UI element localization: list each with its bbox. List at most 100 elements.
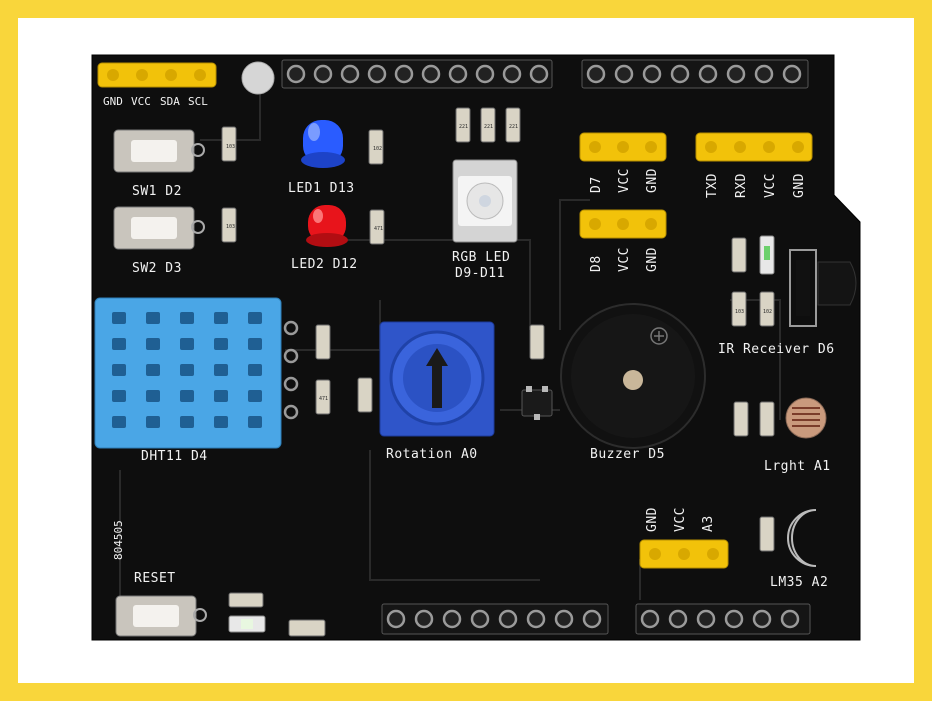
- sw1-label: SW1 D2: [132, 184, 182, 199]
- resistor-sw2: 103: [221, 207, 237, 243]
- header-pin: [442, 609, 462, 629]
- dht11-vent: [146, 416, 160, 428]
- header-pin: [670, 64, 690, 84]
- digital-pin-header-top: [281, 59, 809, 89]
- svg-text:A3: A3: [701, 515, 716, 532]
- d7-header-labels: D7 VCC GND: [589, 168, 660, 193]
- i2c-header-labels: GND VCC SDA SCL: [103, 95, 208, 108]
- sw2-label: SW2 D3: [132, 261, 182, 276]
- header-pin: [642, 64, 662, 84]
- d8-header: [579, 209, 667, 239]
- i2c-header: [97, 62, 217, 88]
- svg-text:GND: GND: [792, 173, 807, 198]
- svg-text:221: 221: [509, 124, 518, 130]
- board-serial: 804505: [112, 520, 125, 560]
- dht11-vent: [146, 338, 160, 350]
- svg-text:GND: GND: [645, 247, 660, 272]
- svg-text:VCC: VCC: [617, 247, 632, 272]
- led2-red: [306, 205, 348, 247]
- header-pin: [752, 609, 772, 629]
- dht11-vent: [180, 390, 194, 402]
- transistor: [521, 324, 553, 420]
- svg-text:103: 103: [226, 224, 235, 230]
- svg-text:221: 221: [484, 124, 493, 130]
- svg-text:GND: GND: [645, 168, 660, 193]
- header-pin: [724, 609, 744, 629]
- dht11-resistors: 471: [315, 324, 373, 415]
- header-pin: [313, 64, 333, 84]
- header-pin: [367, 64, 387, 84]
- svg-text:SCL: SCL: [188, 95, 208, 108]
- svg-text:VCC: VCC: [673, 507, 688, 532]
- sw2-button[interactable]: [113, 206, 205, 250]
- dht11-vent: [214, 390, 228, 402]
- svg-text:471: 471: [374, 226, 383, 232]
- header-pin: [448, 64, 468, 84]
- header-pin: [640, 609, 660, 629]
- svg-text:102: 102: [763, 309, 772, 315]
- header-pin: [668, 609, 688, 629]
- svg-text:GND: GND: [103, 95, 123, 108]
- header-pin: [340, 64, 360, 84]
- header-pin: [470, 609, 490, 629]
- dht11-vent: [248, 364, 262, 376]
- svg-text:TXD: TXD: [705, 173, 720, 198]
- header-pin: [582, 609, 602, 629]
- reset-button[interactable]: [115, 595, 207, 637]
- rotation-label: Rotation A0: [386, 447, 478, 462]
- svg-text:D8: D8: [589, 255, 604, 272]
- dht11-vent: [248, 312, 262, 324]
- dht11-vent: [112, 312, 126, 324]
- sw1-button[interactable]: [113, 129, 205, 173]
- header-pin: [414, 609, 434, 629]
- light-label: Lrght A1: [764, 459, 831, 474]
- header-pin: [698, 64, 718, 84]
- header-pin: [726, 64, 746, 84]
- light-sensor: [785, 397, 827, 439]
- resistor-led1: 102: [368, 129, 384, 165]
- uart-header: [695, 132, 813, 162]
- header-pin: [421, 64, 441, 84]
- header-pin: [386, 609, 406, 629]
- led1-blue: [301, 120, 345, 168]
- rgb-resistors: 221 221 221: [455, 107, 521, 143]
- svg-text:SDA: SDA: [160, 95, 180, 108]
- ir-receiver: [789, 249, 857, 327]
- dht11-vent: [146, 312, 160, 324]
- led1-label: LED1 D13: [288, 181, 355, 196]
- dht11-vent: [180, 416, 194, 428]
- header-pin: [780, 609, 800, 629]
- svg-text:471: 471: [319, 396, 328, 402]
- header-pin: [286, 64, 306, 84]
- svg-text:VCC: VCC: [617, 168, 632, 193]
- mounting-hole: [241, 61, 275, 95]
- header-pin: [782, 64, 802, 84]
- header-pin: [529, 64, 549, 84]
- header-pin: [554, 609, 574, 629]
- rotation-potentiometer[interactable]: [379, 321, 495, 437]
- resistor-sw1: 103: [221, 126, 237, 162]
- header-pin: [696, 609, 716, 629]
- svg-text:GND: GND: [645, 507, 660, 532]
- reset-label: RESET: [134, 571, 176, 586]
- dht11-vent: [112, 390, 126, 402]
- lm35-label: LM35 A2: [770, 575, 828, 590]
- uart-header-labels: TXD RXD VCC GND: [705, 173, 807, 198]
- dht11-vent: [214, 312, 228, 324]
- d7-header: [579, 132, 667, 162]
- rgb-led-pins-label: D9-D11: [455, 266, 505, 281]
- ldr-resistors: [733, 401, 775, 437]
- svg-text:VCC: VCC: [763, 173, 778, 198]
- header-pin: [526, 609, 546, 629]
- resistor-led2: 471: [369, 209, 385, 245]
- header-pin: [502, 64, 522, 84]
- dht11-vent: [214, 338, 228, 350]
- dht11-vent: [180, 338, 194, 350]
- header-pin: [498, 609, 518, 629]
- svg-text:102: 102: [373, 146, 382, 152]
- dht11-vent: [112, 338, 126, 350]
- rgb-led-label: RGB LED: [452, 250, 510, 265]
- dht11-vent: [248, 416, 262, 428]
- svg-text:103: 103: [735, 309, 744, 315]
